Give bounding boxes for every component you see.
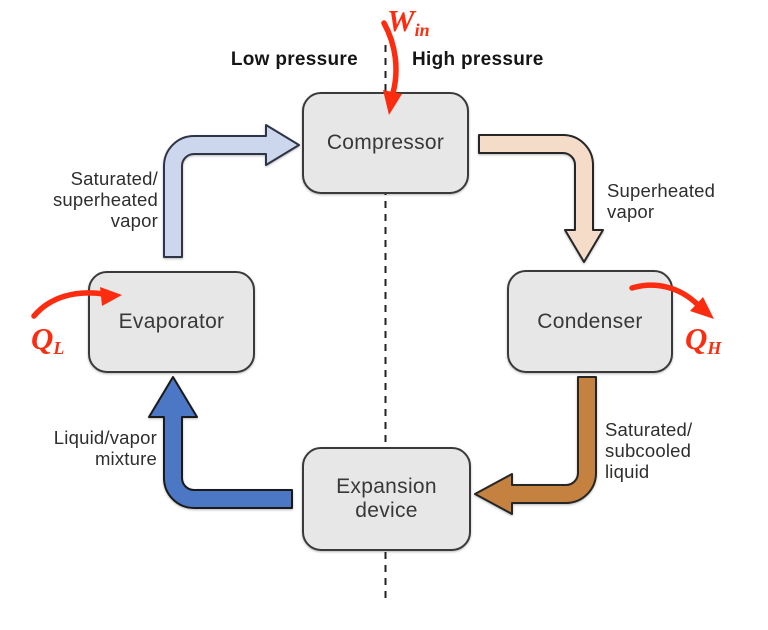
condenser-box — [507, 270, 673, 373]
evaporator-label: Evaporator — [118, 310, 225, 333]
heat-in-arrowhead — [100, 287, 122, 306]
work-in-symbol-letter: W — [387, 3, 415, 38]
work-in-arrow-shaft — [381, 20, 399, 96]
heat-high-symbol-letter: Q — [685, 321, 708, 356]
compressor-label: Compressor — [326, 131, 445, 154]
heat-low-symbol: QL — [31, 321, 65, 363]
condenser-label: Condenser — [537, 309, 643, 333]
arrow-evaporator-to-compressor — [163, 124, 300, 258]
saturated-superheated-vapor-label: Saturated/ superheated vapor — [52, 168, 158, 231]
flow-arrows — [148, 124, 604, 515]
high-pressure-label: High pressure — [412, 49, 544, 70]
heat-out-arrowhead — [690, 297, 714, 319]
arrow-condenser-to-expansion — [474, 376, 597, 515]
work-in-arrowhead — [383, 90, 402, 115]
liquid-vapor-mixture-label: Liquid/vapor mixture — [53, 427, 157, 469]
expansion-device-box — [302, 447, 471, 551]
heat-low-symbol-subscript: L — [53, 338, 65, 359]
heat-low-symbol-letter: Q — [31, 321, 54, 356]
saturated-subcooled-liquid-label: Saturated/ subcooled liquid — [605, 419, 693, 482]
heat-high-symbol-subscript: H — [707, 338, 722, 359]
heat-high-symbol: QH — [685, 321, 722, 363]
arrow-expansion-to-evaporator — [148, 376, 293, 509]
expansion-device-label: Expansion device — [336, 475, 437, 522]
work-in-symbol-subscript: in — [414, 20, 430, 41]
heat-in-arrow-shaft — [31, 290, 107, 319]
work-in-symbol: Win — [387, 3, 430, 45]
arrow-compressor-to-condenser — [478, 134, 604, 263]
low-pressure-label: Low pressure — [230, 49, 358, 70]
superheated-vapor-label: Superheated vapor — [607, 180, 716, 222]
component-boxes — [88, 92, 673, 551]
energy-arrows — [31, 20, 701, 319]
heat-out-arrow-shaft — [629, 282, 701, 308]
energy-arrowheads — [100, 90, 714, 319]
evaporator-box — [88, 271, 255, 373]
